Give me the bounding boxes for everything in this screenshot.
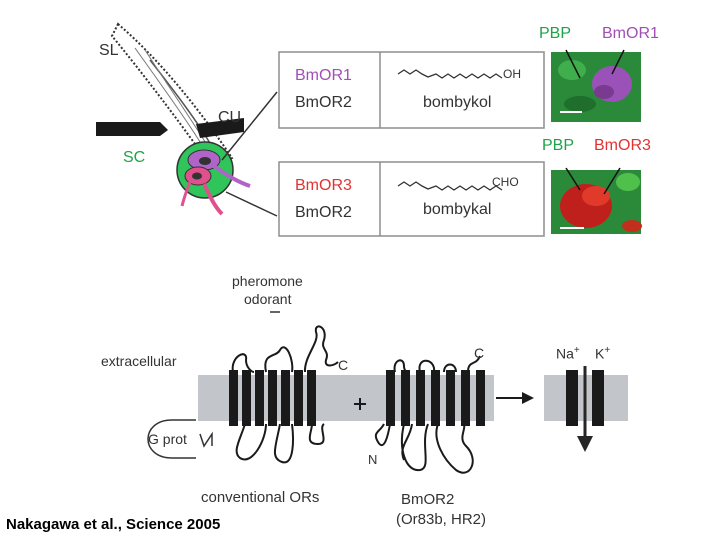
label-n-terminus: N: [368, 452, 378, 467]
ion-channel: [566, 366, 604, 452]
micrograph-1: [551, 49, 641, 122]
label-bmor2-aliases: (Or83b, HR2): [396, 511, 487, 528]
box1-ligand-group: OH: [503, 67, 521, 81]
box1-ligand-name: bombykol: [423, 94, 492, 111]
inhibit-symbol: [354, 398, 366, 410]
hydrocarbon-chain-2: [397, 181, 503, 191]
micro1-label-pbp: PBP: [539, 25, 572, 42]
box2-coreceptor: BmOR2: [295, 204, 352, 221]
signal-arrow-head: [522, 392, 534, 404]
hydrocarbon-chain-1: [397, 69, 503, 79]
pointer-bmor1: [611, 49, 625, 75]
pointer-bmor3: [603, 167, 621, 195]
bmor2-helices: [386, 370, 485, 426]
sensillum-hair: [110, 22, 234, 170]
box2-ligand-name: bombykal: [423, 201, 492, 218]
axon-pink-2: [180, 181, 192, 207]
pointer-to-box2: [225, 191, 278, 217]
g-protein: [147, 419, 196, 459]
micro1-label-receptor: BmOR1: [602, 25, 659, 42]
axon-pink: [202, 183, 224, 216]
g-protein-link: [199, 431, 213, 448]
label-g-protein: G prot: [148, 431, 187, 447]
bmor2-loops: [374, 355, 481, 474]
conventional-or-helices: [229, 370, 316, 426]
cuticle-left: [96, 122, 168, 136]
nucleus-2: [192, 172, 202, 180]
label-c-terminus-right: C: [474, 345, 485, 361]
label-c-terminus-left: C: [338, 357, 349, 373]
info-box-2: [278, 161, 545, 237]
label-cu: CU: [218, 109, 242, 126]
box2-ligand-group: CHO: [492, 175, 519, 189]
conventional-or-loops: [231, 325, 339, 464]
label-pheromone: pheromone: [232, 273, 303, 289]
label-conventional-ors: conventional ORs: [201, 489, 320, 506]
pointer-pbp-1: [565, 49, 581, 79]
axon-purple: [212, 164, 251, 188]
label-odorant: odorant: [244, 291, 292, 307]
pointer-pbp-2: [565, 167, 581, 191]
citation: Nakagawa et al., Science 2005: [6, 516, 221, 533]
label-sodium: Na+: [556, 345, 580, 362]
label-extracellular: extracellular: [101, 353, 177, 369]
micro2-label-pbp: PBP: [542, 137, 575, 154]
pointer-to-box1: [221, 91, 278, 161]
sensillum-drawing: [96, 22, 278, 217]
nucleus-1: [199, 157, 211, 165]
info-box-1: [278, 51, 545, 129]
box1-coreceptor: BmOR2: [295, 94, 352, 111]
micro2-label-receptor: BmOR3: [594, 137, 651, 154]
label-sl: SL: [99, 42, 119, 59]
label-potassium: K+: [595, 345, 611, 362]
box2-receptor: BmOR3: [295, 177, 352, 194]
micrograph-2: [551, 167, 642, 234]
label-bmor2: BmOR2: [401, 491, 455, 508]
label-sc: SC: [123, 149, 146, 166]
box1-receptor: BmOR1: [295, 67, 352, 84]
cuticle-right: [196, 118, 244, 138]
